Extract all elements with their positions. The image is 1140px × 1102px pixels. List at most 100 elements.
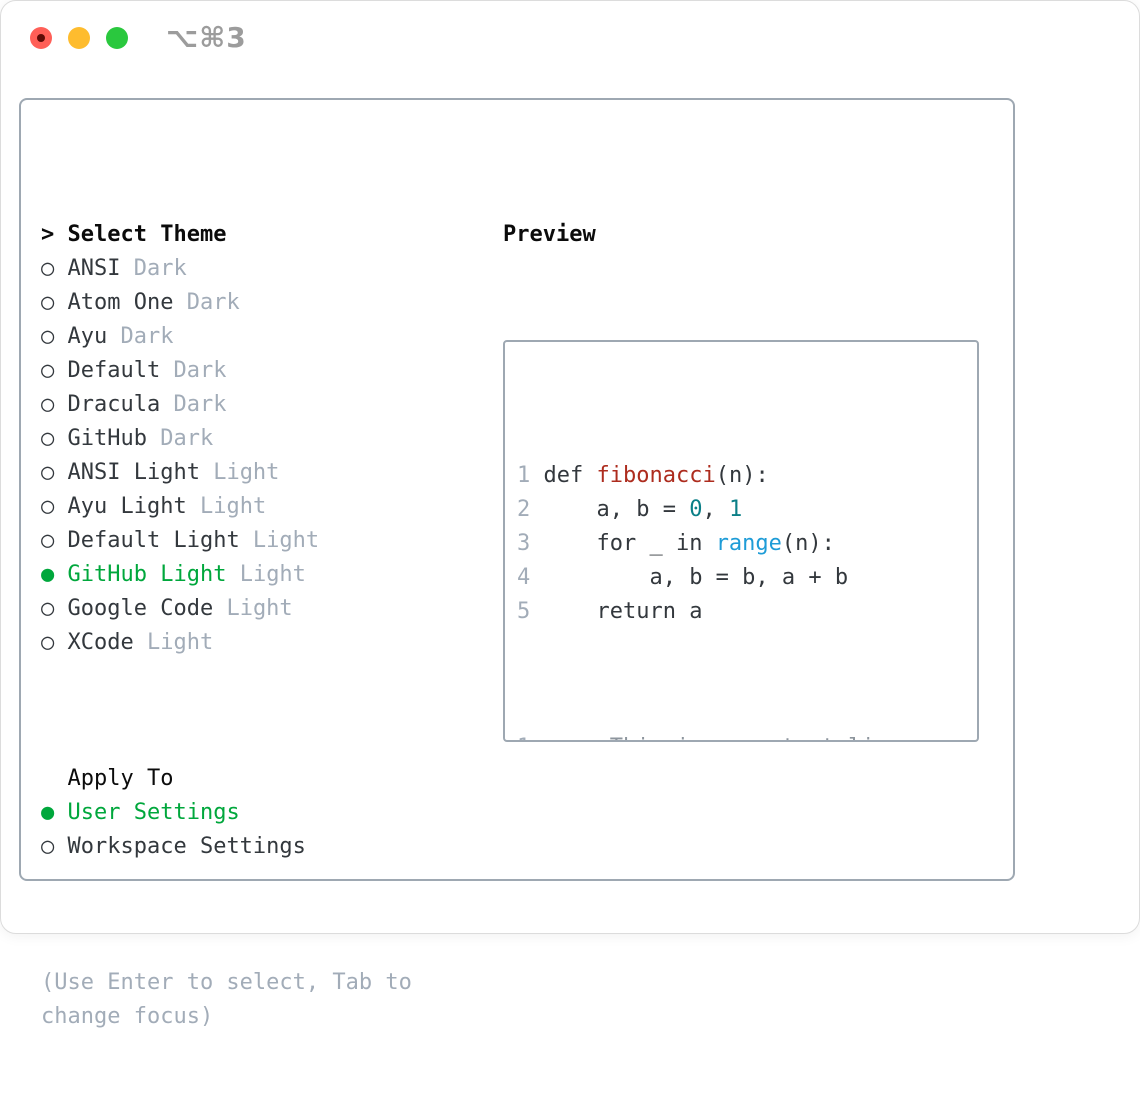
theme-variant: Dark bbox=[173, 290, 240, 315]
diff-sample: 1 This is a context line.2 - This line w… bbox=[517, 731, 977, 740]
theme-variant: Dark bbox=[107, 324, 174, 349]
theme-picker-column: > Select Theme○ ANSI Dark○ Atom One Dark… bbox=[41, 150, 412, 1102]
radio-icon: ○ bbox=[41, 460, 55, 485]
radio-icon: ○ bbox=[41, 256, 55, 281]
radio-icon: ○ bbox=[41, 392, 55, 417]
theme-variant: Dark bbox=[160, 358, 227, 383]
code-text: for _ in bbox=[543, 531, 716, 556]
radio-icon: ○ bbox=[41, 596, 55, 621]
context-text: This is a context line. bbox=[530, 735, 915, 740]
theme-name: Atom One bbox=[67, 290, 174, 315]
theme-option-ayu-light-light[interactable]: ○ Ayu Light Light bbox=[41, 490, 412, 524]
function-name: fibonacci bbox=[596, 463, 716, 488]
code-text: , bbox=[702, 497, 729, 522]
theme-list: > Select Theme○ ANSI Dark○ Atom One Dark… bbox=[41, 218, 412, 660]
apply-option-label: Workspace Settings bbox=[67, 834, 306, 859]
radio-icon: ○ bbox=[41, 324, 55, 349]
code-line: 1 def fibonacci(n): bbox=[517, 459, 977, 493]
theme-option-default-dark[interactable]: ○ Default Dark bbox=[41, 354, 412, 388]
apply-option-user-settings[interactable]: ● User Settings bbox=[41, 796, 412, 830]
theme-name: Ayu Light bbox=[67, 494, 187, 519]
window-title: ⌥⌘3 bbox=[166, 21, 247, 54]
theme-name: Ayu bbox=[67, 324, 108, 349]
radio-selected-icon: ● bbox=[41, 800, 55, 825]
select-theme-header: > Select Theme bbox=[41, 218, 412, 252]
line-number: 2 bbox=[517, 497, 544, 522]
apply-to-section: Apply To● User Settings○ Workspace Setti… bbox=[41, 762, 412, 864]
code-text: a, b = b, a + b bbox=[543, 565, 849, 590]
select-theme-label: Select Theme bbox=[67, 222, 227, 247]
code-line: 3 for _ in range(n): bbox=[517, 527, 977, 561]
theme-name: GitHub Light bbox=[67, 562, 227, 587]
theme-option-github-dark[interactable]: ○ GitHub Dark bbox=[41, 422, 412, 456]
radio-icon: ○ bbox=[41, 528, 55, 553]
radio-icon: ○ bbox=[41, 358, 55, 383]
minimize-button[interactable] bbox=[68, 27, 90, 49]
theme-variant: Light bbox=[133, 630, 214, 655]
theme-variant: Dark bbox=[160, 392, 227, 417]
theme-variant: Dark bbox=[146, 426, 214, 451]
theme-name: GitHub bbox=[67, 426, 147, 451]
theme-variant: Dark bbox=[120, 256, 187, 281]
theme-name: Default bbox=[67, 358, 161, 383]
apply-option-workspace-settings[interactable]: ○ Workspace Settings bbox=[41, 830, 412, 864]
code-text: def bbox=[543, 463, 597, 488]
theme-name: Default Light bbox=[67, 528, 240, 553]
radio-icon: ○ bbox=[41, 630, 55, 655]
theme-option-atom-one-dark[interactable]: ○ Atom One Dark bbox=[41, 286, 412, 320]
app-window: ⌥⌘3 > Select Theme○ ANSI Dark○ Atom One … bbox=[0, 0, 1140, 1029]
hint-line: (Use Enter to select, Tab to bbox=[41, 970, 412, 995]
theme-option-dracula-dark[interactable]: ○ Dracula Dark bbox=[41, 388, 412, 422]
hint-line: change focus) bbox=[41, 1004, 214, 1029]
apply-to-header: Apply To bbox=[41, 766, 174, 791]
maximize-button[interactable] bbox=[106, 27, 128, 49]
code-line: 5 return a bbox=[517, 595, 977, 629]
theme-name: Dracula bbox=[67, 392, 161, 417]
line-number: 1 bbox=[517, 735, 530, 740]
theme-option-ansi-dark[interactable]: ○ ANSI Dark bbox=[41, 252, 412, 286]
theme-option-ansi-light-light[interactable]: ○ ANSI Light Light bbox=[41, 456, 412, 490]
preview-column: Preview 1 def fibonacci(n):2 a, b = 0, 1… bbox=[503, 150, 979, 810]
code-line: 4 a, b = b, a + b bbox=[517, 561, 977, 595]
theme-variant: Light bbox=[213, 596, 293, 621]
theme-option-xcode-light[interactable]: ○ XCode Light bbox=[41, 626, 412, 660]
radio-selected-icon: ● bbox=[41, 562, 55, 587]
theme-variant: Light bbox=[226, 562, 306, 587]
theme-name: XCode bbox=[67, 630, 134, 655]
theme-dialog: > Select Theme○ ANSI Dark○ Atom One Dark… bbox=[19, 98, 1015, 1029]
code-text: (n): bbox=[715, 463, 769, 488]
theme-option-google-code-light[interactable]: ○ Google Code Light bbox=[41, 592, 412, 626]
hint-text: (Use Enter to select, Tab to change focus… bbox=[41, 966, 412, 1034]
number-literal: 0 bbox=[689, 497, 703, 522]
theme-option-ayu-dark[interactable]: ○ Ayu Dark bbox=[41, 320, 412, 354]
code-text: (n): bbox=[781, 531, 835, 556]
theme-name: Google Code bbox=[67, 596, 214, 621]
radio-icon: ○ bbox=[41, 834, 55, 859]
theme-option-github-light-light[interactable]: ● GitHub Light Light bbox=[41, 558, 412, 592]
theme-variant: Light bbox=[239, 528, 320, 553]
diff-line: 1 This is a context line. bbox=[517, 731, 977, 740]
number-literal: 1 bbox=[728, 497, 743, 522]
code-text: a, b = bbox=[543, 497, 690, 522]
theme-name: ANSI bbox=[67, 256, 121, 281]
theme-variant: Light bbox=[186, 494, 267, 519]
radio-icon: ○ bbox=[41, 426, 55, 451]
titlebar: ⌥⌘3 bbox=[30, 21, 247, 54]
theme-variant: Light bbox=[199, 460, 280, 485]
apply-option-label: User Settings bbox=[67, 800, 240, 825]
builtin-name: range bbox=[715, 531, 782, 556]
code-line: 2 a, b = 0, 1 bbox=[517, 493, 977, 527]
code-text: return a bbox=[543, 599, 703, 624]
radio-icon: ○ bbox=[41, 494, 55, 519]
line-number: 5 bbox=[517, 599, 544, 624]
close-button[interactable] bbox=[30, 27, 52, 49]
line-number: 1 bbox=[517, 463, 544, 488]
theme-option-default-light-light[interactable]: ○ Default Light Light bbox=[41, 524, 412, 558]
prompt-icon: > bbox=[41, 222, 55, 247]
line-number: 3 bbox=[517, 531, 544, 556]
line-number: 4 bbox=[517, 565, 544, 590]
theme-name: ANSI Light bbox=[67, 460, 200, 485]
preview-header: Preview bbox=[503, 222, 596, 247]
